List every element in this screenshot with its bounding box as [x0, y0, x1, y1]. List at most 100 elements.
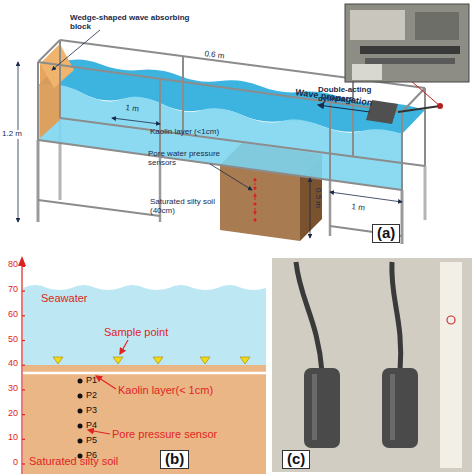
kaolin-line — [23, 373, 266, 374]
dimension: 0.5 m — [313, 188, 322, 208]
sensor-photo-part — [312, 374, 317, 440]
sea-fill — [23, 285, 266, 365]
wave-maker-part — [410, 80, 440, 106]
sensor-photo-part — [390, 374, 395, 440]
y-axis-part — [22, 463, 25, 464]
y-axis-part — [22, 340, 25, 341]
panel-letter: (b) — [160, 450, 189, 469]
y-axis-part — [22, 315, 25, 316]
panel-letter: (c) — [282, 450, 310, 469]
dimension-lines-part — [52, 30, 100, 70]
y-axis-part — [22, 439, 25, 440]
y-axis-part — [22, 365, 25, 366]
callout-label: Kaolin layer(< 1cm) — [118, 384, 213, 396]
flume-frame-part — [37, 62, 39, 140]
y-axis-part — [21, 264, 22, 474]
pore-sensor-dots-part — [78, 424, 83, 429]
sensor-id: P3 — [86, 406, 97, 416]
soil-box-part — [253, 202, 256, 205]
cylinder-photo-part — [365, 58, 455, 64]
sensor-id: P4 — [86, 421, 97, 431]
sensor-photo-part — [392, 262, 401, 372]
soil-band: Saturated silty soil — [23, 365, 266, 474]
cylinder-photo-part — [415, 12, 459, 40]
sensor-id: P5 — [86, 436, 97, 446]
dimension: 1 m — [351, 203, 365, 213]
seawater-band: Seawater — [23, 280, 266, 365]
soil-box-part — [253, 194, 256, 197]
callout-label: Sample point — [104, 326, 168, 338]
dimension: 1 m — [125, 104, 139, 114]
dimension: 1.2 m — [2, 130, 22, 139]
axis-tick: 30 — [0, 384, 18, 394]
flume-frame-part — [60, 118, 425, 166]
axis-tick: 40 — [0, 359, 18, 369]
axis-tick: 60 — [0, 310, 18, 320]
part-label: Kaolin layer (<1cm) — [150, 128, 219, 137]
sensor-photo-part — [296, 262, 322, 372]
wave-absorber — [40, 44, 74, 138]
cylinder-photo — [345, 4, 469, 82]
pore-sensor-dots-part — [78, 394, 83, 399]
flume-frame — [38, 40, 425, 236]
pore-sensor-dots-part — [78, 439, 83, 444]
axis-tick: 0 — [0, 458, 18, 468]
soil-box-part — [220, 165, 300, 241]
y-axis-part — [22, 414, 25, 415]
part-label: Pore water pressure sensors — [148, 150, 228, 168]
soil-box-part — [255, 178, 256, 222]
flume-legs-part — [37, 140, 40, 222]
flume-frame-part — [424, 88, 426, 166]
band-label: Saturated silty soil — [29, 455, 118, 467]
cylinder-photo-part — [352, 64, 382, 80]
axis-tick: 10 — [0, 433, 18, 443]
band-label: Seawater — [41, 292, 87, 304]
callout-label: Pore pressure sensor — [112, 428, 217, 440]
flume-frame-part — [38, 140, 402, 190]
flume-frame-part — [159, 79, 161, 157]
flume-frame-part — [38, 40, 60, 62]
sensor-photo-part — [440, 262, 462, 468]
sensor-photo-part — [272, 258, 472, 472]
flume-frame-part — [401, 112, 403, 190]
dimension-lines-part — [310, 178, 311, 238]
y-axis-part — [22, 291, 25, 292]
wave-maker — [366, 80, 443, 124]
pore-sensor-dots-part — [78, 409, 83, 414]
part-label: Wedge-shaped wave absorbing block — [70, 14, 200, 32]
dimension-lines — [18, 30, 402, 238]
pore-sensor-dots-part — [78, 379, 83, 384]
dimension-lines-part — [18, 62, 19, 222]
flume-frame-part — [182, 57, 184, 135]
cylinder-photo-part — [345, 4, 469, 82]
cylinder-photo-part — [350, 10, 405, 40]
cylinder-photo-part — [360, 46, 460, 54]
sensor-id: P2 — [86, 391, 97, 401]
sensor-photo — [272, 258, 472, 472]
axis-tick: 80 — [0, 260, 18, 270]
part-label: Saturated silty soil (40cm) — [150, 198, 220, 216]
y-axis-part — [22, 389, 25, 390]
soil-box-part — [253, 178, 256, 181]
dimension-lines-part — [330, 192, 402, 202]
soil-box-part — [253, 186, 256, 189]
kaolin-line-part — [23, 372, 266, 375]
flume-legs-part — [329, 180, 332, 236]
axis-tick: 50 — [0, 335, 18, 345]
sensor-id: P6 — [86, 451, 97, 461]
sensor-id: P1 — [86, 376, 97, 386]
soil-box-part — [253, 218, 256, 221]
dimension-lines-part — [112, 118, 160, 124]
dimension-lines-part — [210, 164, 252, 190]
sensor-photo-part — [382, 368, 418, 448]
water-body-part — [38, 84, 402, 190]
sensor-photo-part — [447, 316, 455, 324]
pore-sensor-dots-part — [78, 454, 83, 459]
flume-frame-part — [59, 40, 61, 118]
soil-box-part — [253, 210, 256, 213]
sensor-photo-part — [304, 368, 340, 448]
axis-tick: 70 — [0, 285, 18, 295]
flume-legs-part — [424, 166, 427, 220]
